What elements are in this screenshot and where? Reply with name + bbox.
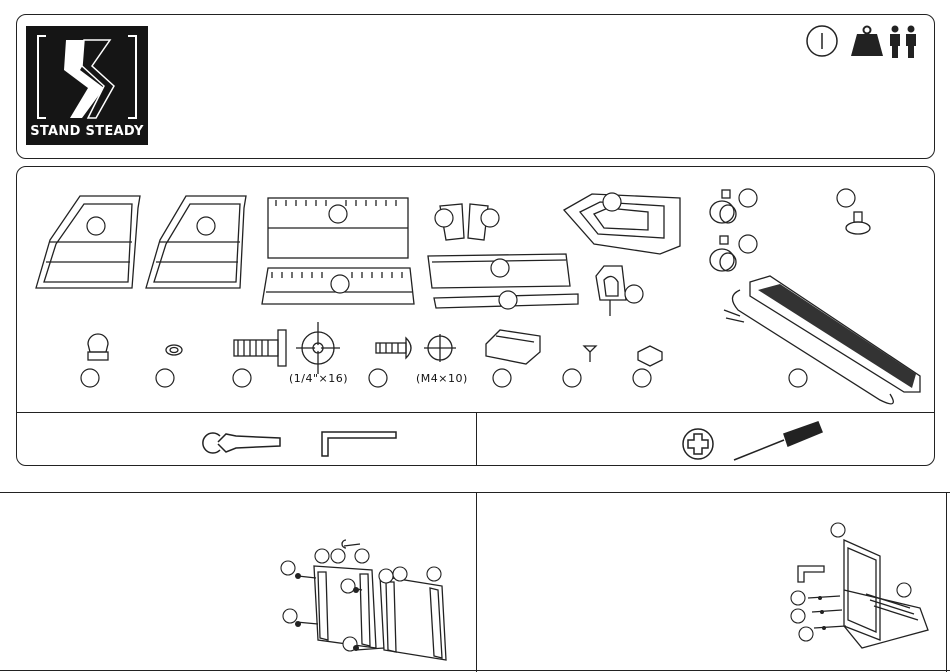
- step1-wrench-icon: [342, 540, 360, 548]
- step2-hex-key-icon: [798, 566, 824, 582]
